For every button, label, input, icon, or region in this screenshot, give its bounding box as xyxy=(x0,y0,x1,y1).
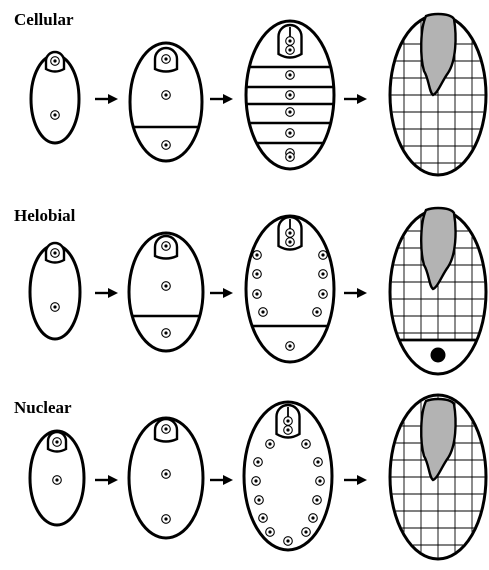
nuclear-stage-1 xyxy=(30,431,84,525)
row-title-nuclear: Nuclear xyxy=(14,398,72,417)
nucleus-dot xyxy=(286,539,289,542)
nucleus-dot xyxy=(261,310,264,313)
nucleus-dot xyxy=(318,479,321,482)
nucleus-dot xyxy=(164,331,167,334)
helobial-stage-4 xyxy=(390,208,486,374)
nucleus-dot xyxy=(288,93,291,96)
arrow xyxy=(95,288,118,298)
nucleus-dot xyxy=(257,498,260,501)
nuclear-stage-3 xyxy=(244,402,332,550)
nucleus-dot xyxy=(164,93,167,96)
arrow-head xyxy=(108,475,118,485)
nucleus-dot xyxy=(321,292,324,295)
nucleus-dot xyxy=(304,530,307,533)
row-title-helobial: Helobial xyxy=(14,206,76,225)
nucleus-dot xyxy=(288,344,291,347)
nucleus-dot xyxy=(286,428,289,431)
nucleus-dot xyxy=(256,460,259,463)
nuclear-stage-4 xyxy=(390,395,486,559)
nucleus-dot xyxy=(164,472,167,475)
nucleus-dot xyxy=(53,113,56,116)
cellular-stage-3 xyxy=(246,21,334,169)
arrow xyxy=(95,94,118,104)
row-title-cellular: Cellular xyxy=(14,10,74,29)
nucleus-dot xyxy=(255,292,258,295)
nucleus-dot xyxy=(53,305,56,308)
nucleus-dot xyxy=(164,517,167,520)
arrow-head xyxy=(108,288,118,298)
nucleus-dot xyxy=(268,442,271,445)
nucleus-dot xyxy=(255,253,258,256)
nucleus-dot xyxy=(55,440,58,443)
nucleus-dot xyxy=(164,427,167,430)
nucleus-dot xyxy=(315,310,318,313)
arrow-head xyxy=(223,288,233,298)
nucleus-dot xyxy=(288,110,291,113)
arrow-head xyxy=(223,475,233,485)
nucleus-dot xyxy=(321,253,324,256)
nucleus-dot xyxy=(255,272,258,275)
cellular-stage-4 xyxy=(390,14,486,175)
arrow xyxy=(210,475,233,485)
cellular-stage-2 xyxy=(130,43,202,161)
nucleus-dot xyxy=(53,59,56,62)
nucleus-large xyxy=(431,348,446,363)
arrow xyxy=(210,288,233,298)
arrow-head xyxy=(357,288,367,298)
arrow-head xyxy=(357,94,367,104)
arrow xyxy=(344,288,367,298)
nuclear-stage-2 xyxy=(129,418,203,538)
nucleus-dot xyxy=(164,143,167,146)
helobial-stage-3 xyxy=(246,216,334,362)
nucleus-dot xyxy=(164,57,167,60)
helobial-stage-2 xyxy=(129,233,203,351)
helobial-stage-1 xyxy=(30,243,80,339)
nucleus-dot xyxy=(316,460,319,463)
nucleus-dot xyxy=(321,272,324,275)
nucleus-dot xyxy=(164,244,167,247)
nucleus-dot xyxy=(288,231,291,234)
nucleus-dot xyxy=(288,240,291,243)
nucleus-dot xyxy=(288,39,291,42)
nucleus-dot xyxy=(288,131,291,134)
nucleus-dot xyxy=(261,516,264,519)
arrow xyxy=(344,475,367,485)
nucleus-dot xyxy=(286,419,289,422)
nucleus-dot xyxy=(164,284,167,287)
nucleus-dot xyxy=(311,516,314,519)
arrow-head xyxy=(357,475,367,485)
nucleus-dot xyxy=(304,442,307,445)
arrow xyxy=(210,94,233,104)
nucleus-dot xyxy=(288,73,291,76)
nucleus-dot xyxy=(53,251,56,254)
nucleus-dot xyxy=(268,530,271,533)
nucleus-dot xyxy=(288,155,291,158)
cellular-stage-1 xyxy=(31,52,79,143)
nucleus-dot xyxy=(315,498,318,501)
nucleus-dot xyxy=(254,479,257,482)
arrow xyxy=(344,94,367,104)
arrow xyxy=(95,475,118,485)
nucleus-dot xyxy=(55,478,58,481)
arrow-head xyxy=(223,94,233,104)
nucleus-dot xyxy=(288,48,291,51)
arrow-head xyxy=(108,94,118,104)
